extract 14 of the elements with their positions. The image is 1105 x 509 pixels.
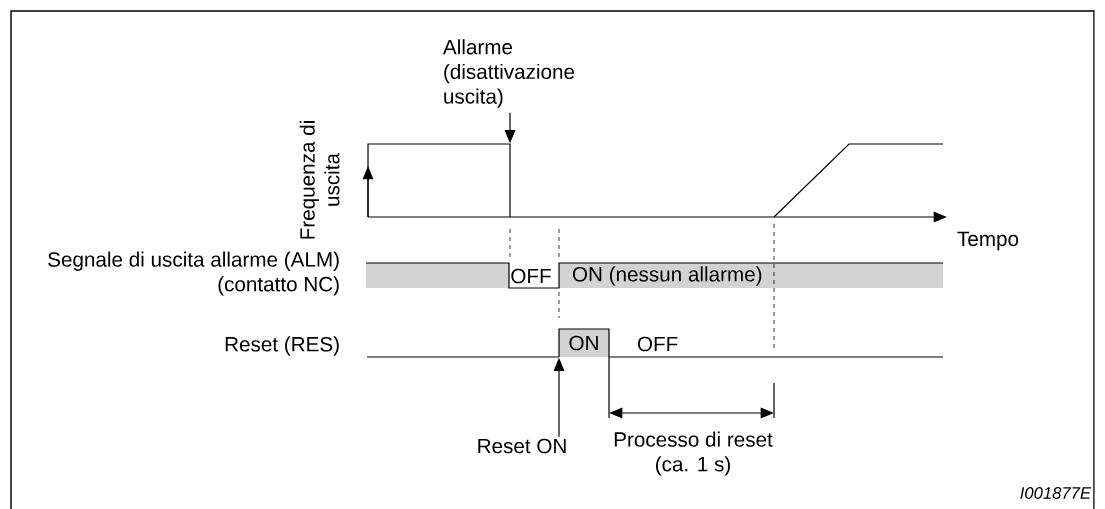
dimension-label: Processo di reset (ca. 1 s) [614, 431, 773, 476]
state-label: OFF [637, 336, 678, 352]
axis-label: Tempo [957, 231, 1019, 251]
state-label: ON (nessun allarme) [572, 266, 762, 286]
reset-pulse [558, 328, 610, 358]
signal-label: Segnale di uscita allarme (ALM) (contatto NC) [48, 251, 339, 296]
state-label: ON [569, 335, 598, 351]
state-label: OFF [511, 268, 551, 284]
frequency-curve [367, 143, 944, 218]
figure-id: I001877E [1020, 487, 1092, 499]
annotation-text: Allarme (disattivazione uscita) [443, 39, 575, 108]
axis-label: Frequenza di uscita [299, 121, 340, 239]
annotation-text: Reset ON [478, 438, 566, 454]
signal-label: Reset (RES) [225, 336, 339, 356]
